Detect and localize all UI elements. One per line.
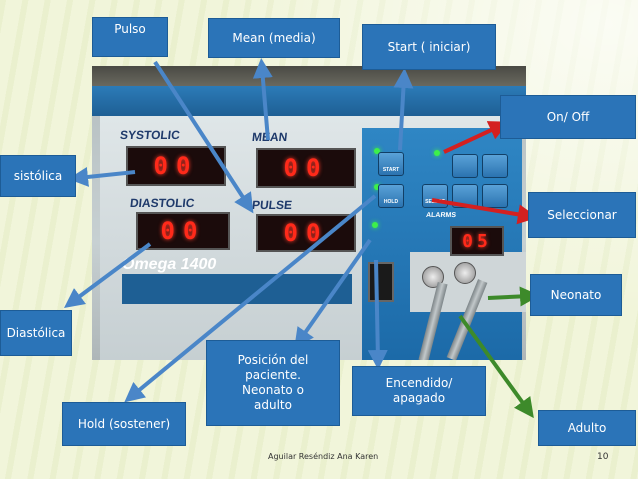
- arrow-onoff: [443, 121, 510, 154]
- callout-seleccionar: Seleccionar: [528, 192, 636, 238]
- arrow-pulso: [153, 60, 254, 214]
- callout-adulto: Adulto: [538, 410, 636, 446]
- arrow-seleccionar: [431, 198, 538, 225]
- arrow-neonato: [487, 286, 540, 307]
- arrow-hold: [124, 194, 377, 403]
- arrow-adulto: [458, 314, 534, 419]
- start-led: [374, 148, 380, 154]
- power-switch[interactable]: [368, 262, 394, 302]
- arrow-posicion: [294, 238, 372, 349]
- callout-pulso: Pulso: [92, 17, 168, 57]
- monitor-photo: SYSTOLIC MEAN DIASTOLIC PULSE 00 00 00 0…: [92, 66, 526, 360]
- hold-led: [374, 184, 380, 190]
- arrow-encendido: [367, 259, 388, 370]
- hold-button[interactable]: HOLD: [378, 184, 404, 208]
- arrow-sistolica: [68, 167, 136, 187]
- hi-set-button-2[interactable]: [482, 154, 508, 178]
- callout-mean: Mean (media): [208, 18, 340, 58]
- callout-onoff: On/ Off: [500, 95, 636, 139]
- footer-author: Aguilar Reséndiz Ana Karen: [268, 452, 379, 461]
- callout-start: Start ( iniciar): [362, 24, 496, 70]
- callout-encendido: Encendido/ apagado: [352, 366, 486, 416]
- hi-set-button[interactable]: [452, 154, 478, 178]
- device-top-bar: [92, 86, 526, 116]
- systolic-display: 00: [126, 146, 226, 186]
- arrow-start: [393, 68, 414, 151]
- cuff-port-right: [454, 262, 476, 284]
- mean-display: 00: [256, 148, 356, 188]
- callout-hold: Hold (sostener): [62, 402, 186, 446]
- brand-name: Omega 1400: [122, 256, 217, 273]
- diastolic-display: 00: [136, 212, 230, 250]
- pulse-display: 00: [256, 214, 356, 252]
- brand-plate: [122, 274, 352, 304]
- interval-display: 05: [450, 226, 504, 256]
- callout-sistolica: sistólica: [0, 155, 76, 197]
- callout-neonato: Neonato: [530, 274, 622, 316]
- interval-button[interactable]: [482, 184, 508, 208]
- arrow-mean: [252, 58, 273, 141]
- callout-diastolica: Diastólica: [0, 310, 72, 356]
- onoff-led: [434, 150, 440, 156]
- neonate-led: [372, 222, 378, 228]
- callout-posicion: Posición del paciente. Neonato o adulto: [206, 340, 340, 426]
- page-number: 10: [597, 452, 609, 462]
- start-button[interactable]: START: [378, 152, 404, 176]
- arrow-diastolica: [63, 242, 152, 308]
